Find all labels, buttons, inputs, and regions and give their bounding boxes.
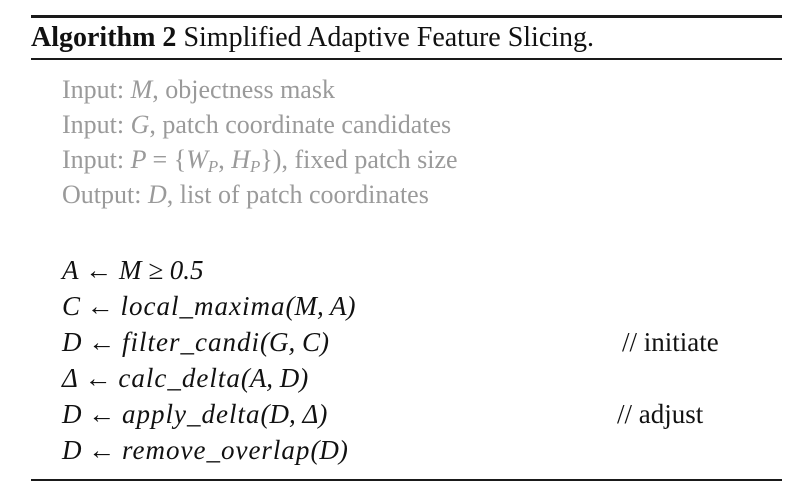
io-symbol: M (130, 75, 153, 104)
io-kind: Input: (62, 110, 125, 139)
step-remove-overlap: D ← remove_overlap(D) (62, 432, 762, 468)
step-arrow: ← (88, 399, 116, 429)
algorithm-body: A ← M ≥ 0.5 C ← local_maxima(M, A) D ← f… (62, 252, 762, 468)
input-candidates-line: Input: G, patch coordinate candidates (62, 107, 458, 142)
step-function: filter_candi (122, 327, 260, 357)
step-function: calc_delta (118, 363, 241, 393)
top-rule (31, 15, 782, 18)
algorithm-title: Simplified Adaptive Feature Slicing. (183, 22, 595, 53)
io-desc: , patch coordinate candidates (149, 110, 452, 139)
step-function: apply_delta (122, 399, 261, 429)
step-rhs: M ≥ 0.5 (119, 255, 204, 285)
io-desc: , fixed patch size (281, 145, 458, 174)
step-args: (D) (310, 435, 348, 465)
step-arrow: ← (88, 435, 116, 465)
step-arrow: ← (86, 291, 114, 321)
step-lhs: Δ (62, 363, 78, 393)
step-local-maxima: C ← local_maxima(M, A) (62, 288, 762, 324)
step-args: (A, D) (240, 363, 309, 393)
step-threshold: A ← M ≥ 0.5 (62, 252, 762, 288)
step-arrow: ← (85, 255, 113, 285)
io-symbol: G (130, 110, 150, 139)
step-apply-delta: D ← apply_delta(D, Δ) // adjust (62, 396, 762, 432)
step-lhs: D (62, 435, 82, 465)
io-kind: Input: (62, 75, 125, 104)
io-desc: , list of patch coordinates (166, 180, 429, 209)
io-kind: Input: (62, 145, 125, 174)
algorithm-caption: Algorithm 2 Simplified Adaptive Feature … (31, 19, 594, 57)
io-desc: , objectness mask (152, 75, 335, 104)
step-arrow: ← (84, 363, 112, 393)
algorithm-label: Algorithm 2 (31, 22, 177, 53)
step-calc-delta: Δ ← calc_delta(A, D) (62, 360, 762, 396)
step-lhs: C (62, 291, 81, 321)
output-line: Output: D, list of patch coordinates (62, 177, 458, 212)
step-function: remove_overlap (122, 435, 311, 465)
io-symbol: D (147, 180, 167, 209)
step-function: local_maxima (120, 291, 286, 321)
step-lhs: A (62, 255, 79, 285)
input-patch-size-line: Input: P = {WP, HP}), fixed patch size (62, 142, 458, 177)
bottom-rule (31, 479, 782, 481)
input-mask-line: Input: M, objectness mask (62, 72, 458, 107)
step-comment: // initiate (622, 327, 719, 357)
step-filter-candi: D ← filter_candi(G, C) // initiate (62, 324, 762, 360)
io-section: Input: M, objectness mask Input: G, patc… (62, 72, 458, 212)
caption-rule (31, 58, 782, 60)
step-comment: // adjust (617, 399, 704, 429)
step-lhs: D (62, 399, 82, 429)
step-args: (D, Δ) (260, 399, 328, 429)
step-args: (M, A) (285, 291, 356, 321)
step-arrow: ← (88, 327, 116, 357)
patch-size-formula: P = {WP, HP}) (130, 145, 282, 177)
step-args: (G, C) (259, 327, 329, 357)
io-kind: Output: (62, 180, 142, 209)
step-lhs: D (62, 327, 82, 357)
